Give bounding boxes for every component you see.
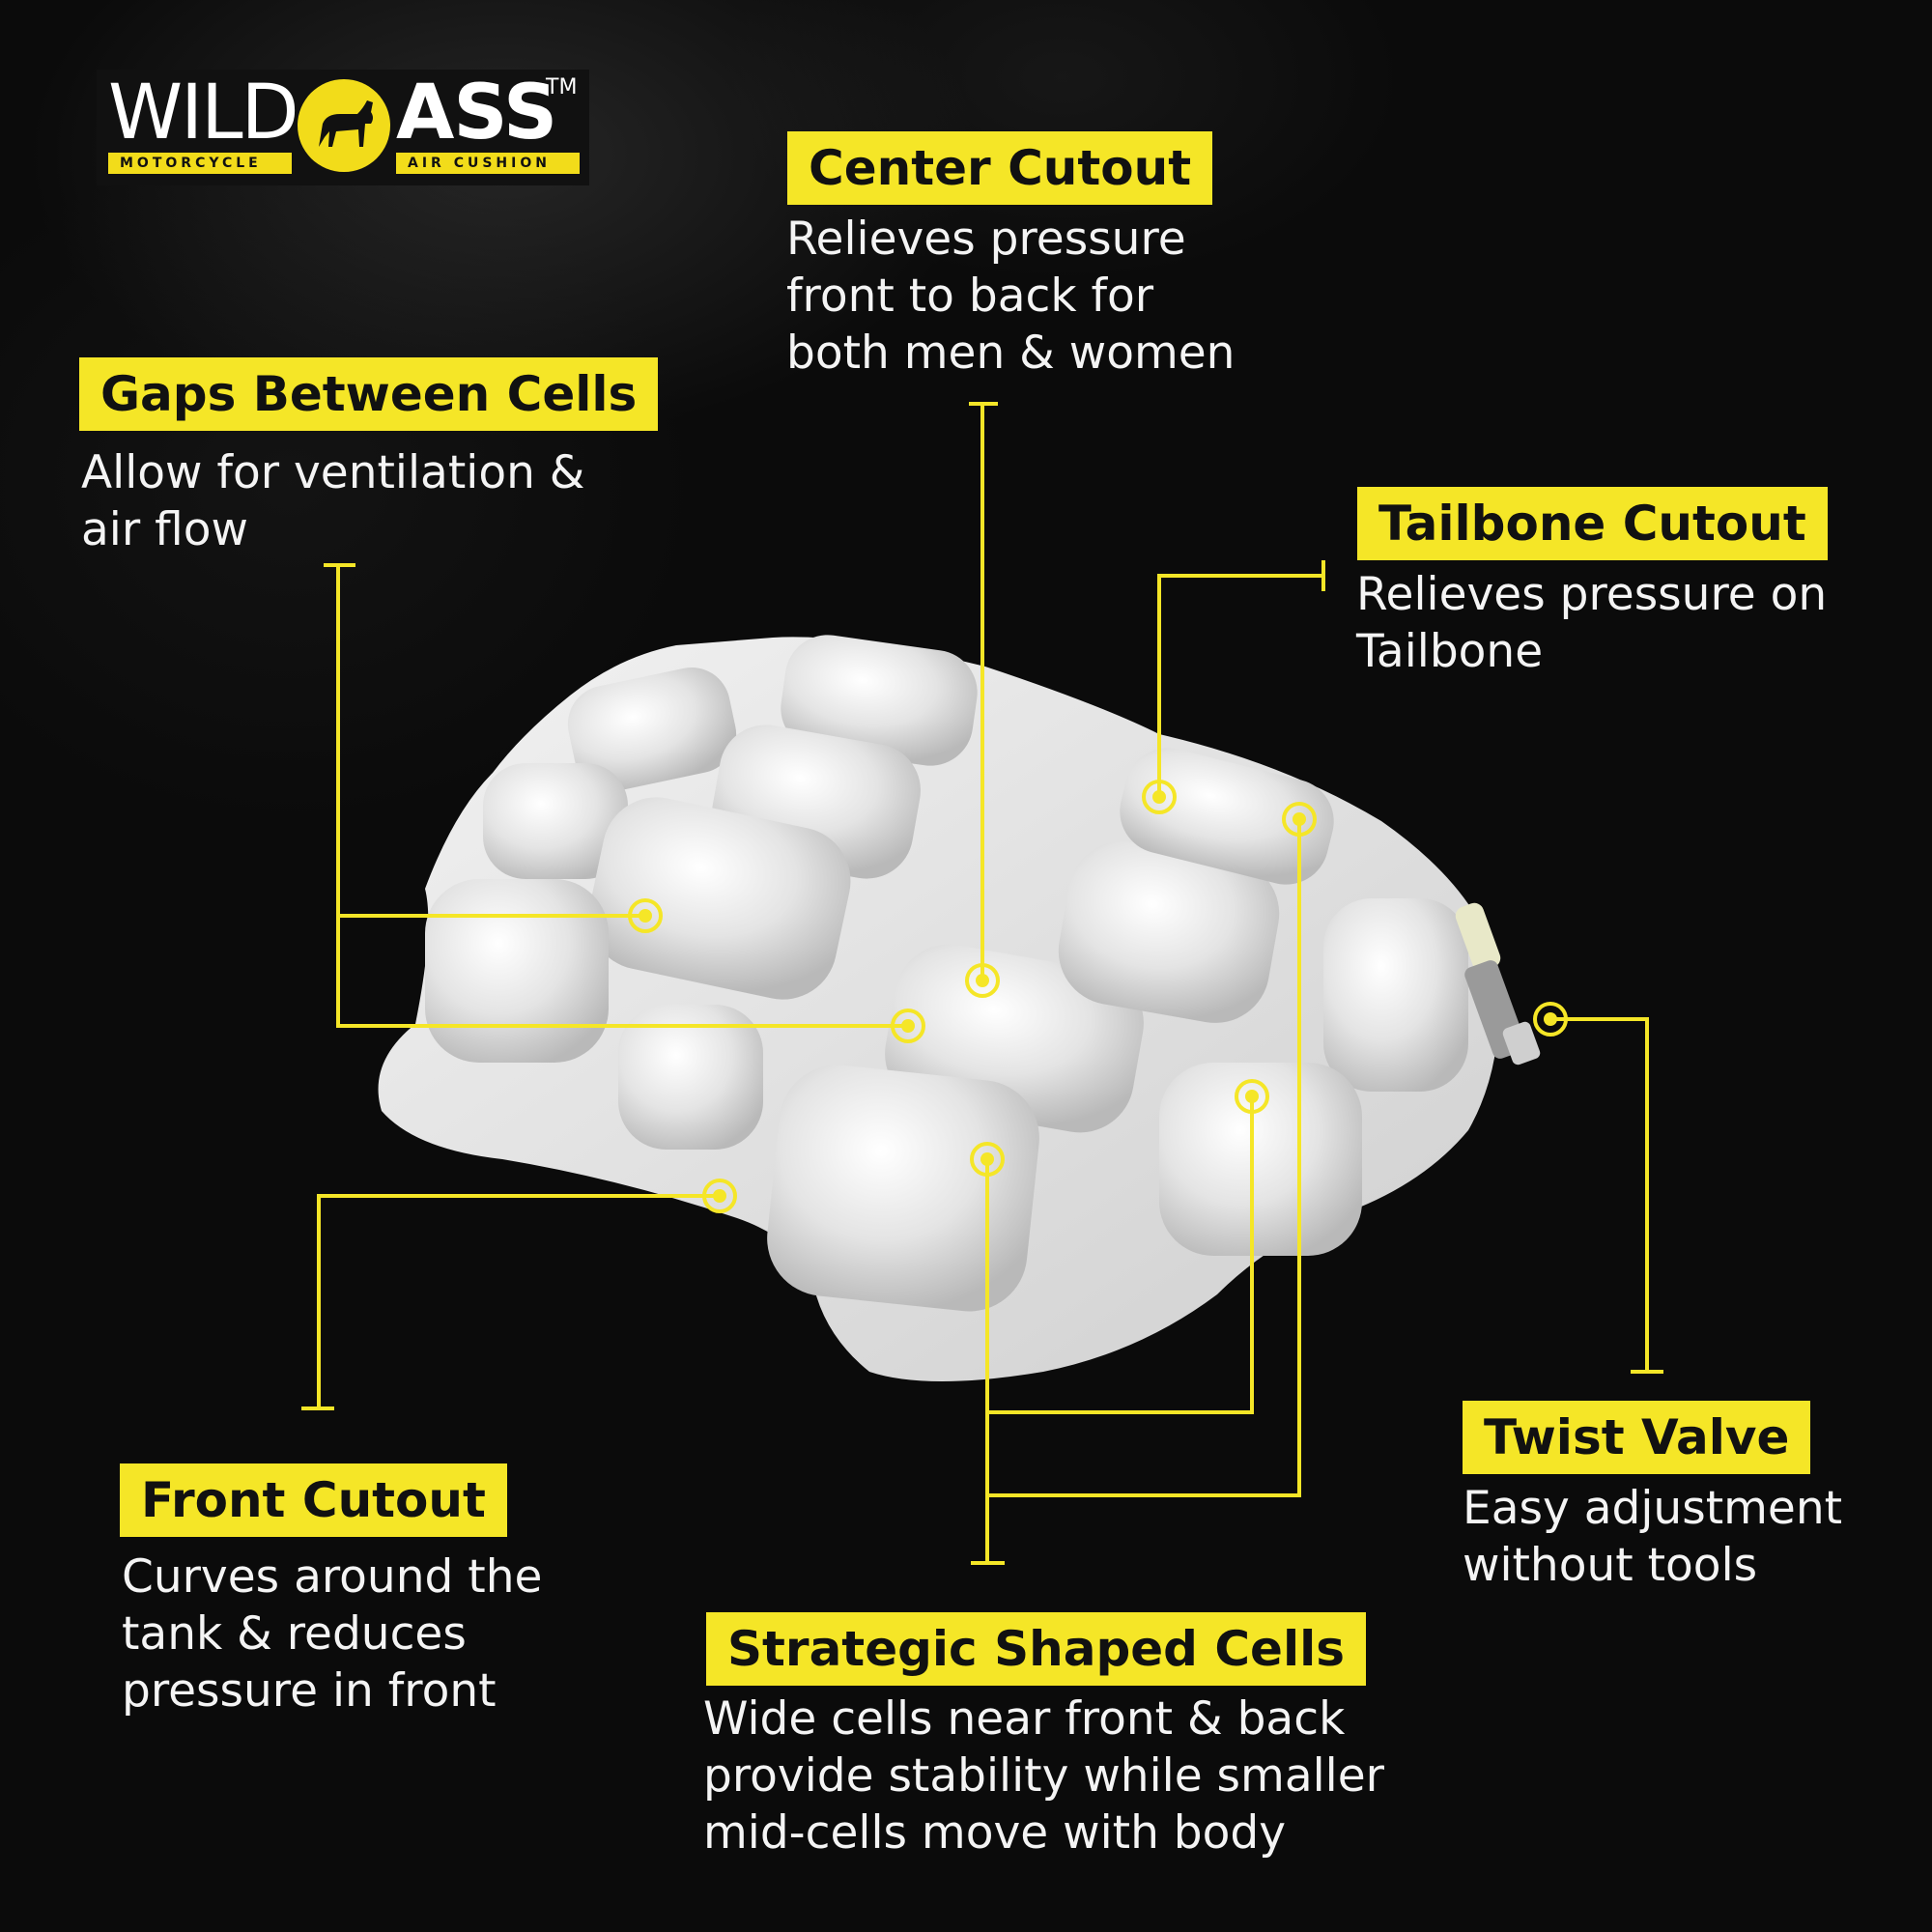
front-cutout-leader-line [301, 1194, 720, 1410]
brand-logo: WILD ASS TM MOTORCYCLE AIR CUSHION [97, 70, 589, 185]
horse-emblem-icon [298, 79, 390, 172]
brand-tag-right: AIR CUSHION [396, 153, 580, 174]
strategic-shaped-cells-title: Strategic Shaped Cells [706, 1612, 1366, 1686]
twist-valve-title: Twist Valve [1463, 1401, 1811, 1474]
marker-twist-valve-icon [1533, 1002, 1568, 1037]
marker-center-cutout-icon [965, 963, 1000, 998]
center-cutout-title: Center Cutout [787, 131, 1213, 205]
gaps-leader-line [324, 563, 908, 1028]
marker-tailbone-icon [1142, 780, 1177, 814]
twist-valve-description: Easy adjustment without tools [1463, 1482, 1843, 1592]
center-cutout-description: Relieves pressure front to back for both… [786, 213, 1236, 380]
leader-lines [301, 402, 1663, 1565]
strategic-shaped-cells-description: Wide cells near front & back provide sta… [703, 1692, 1384, 1860]
twist-valve-leader-line [1550, 1017, 1663, 1374]
brand-word-left: WILD [108, 70, 299, 156]
air-cushion-image [378, 635, 1541, 1381]
cushion-cells [425, 635, 1468, 1312]
brand-word-right: ASS [396, 70, 557, 156]
marker-cells-a-icon [970, 1142, 1005, 1177]
center-cutout-leader-line [969, 402, 998, 980]
valve-stem [1455, 902, 1541, 1065]
marker-gaps-lower-icon [891, 1009, 925, 1043]
front-cutout-description: Curves around the tank & reduces pressur… [122, 1550, 543, 1718]
marker-cells-c-icon [1282, 802, 1317, 837]
strategic-cells-leader-line [971, 819, 1301, 1565]
marker-front-cutout-icon [702, 1179, 737, 1213]
tailbone-cutout-title: Tailbone Cutout [1357, 487, 1828, 560]
trademark-mark: TM [546, 75, 578, 99]
target-markers [628, 780, 1568, 1213]
gaps-between-cells-title: Gaps Between Cells [79, 357, 659, 431]
marker-cells-b-icon [1235, 1079, 1269, 1114]
tailbone-cutout-description: Relieves pressure on Tailbone [1356, 568, 1828, 678]
front-cutout-title: Front Cutout [120, 1463, 507, 1537]
gaps-between-cells-description: Allow for ventilation & air flow [81, 446, 585, 556]
brand-tag-left: MOTORCYCLE [108, 153, 292, 174]
marker-gaps-upper-icon [628, 898, 663, 933]
tailbone-leader-line [1157, 560, 1325, 797]
